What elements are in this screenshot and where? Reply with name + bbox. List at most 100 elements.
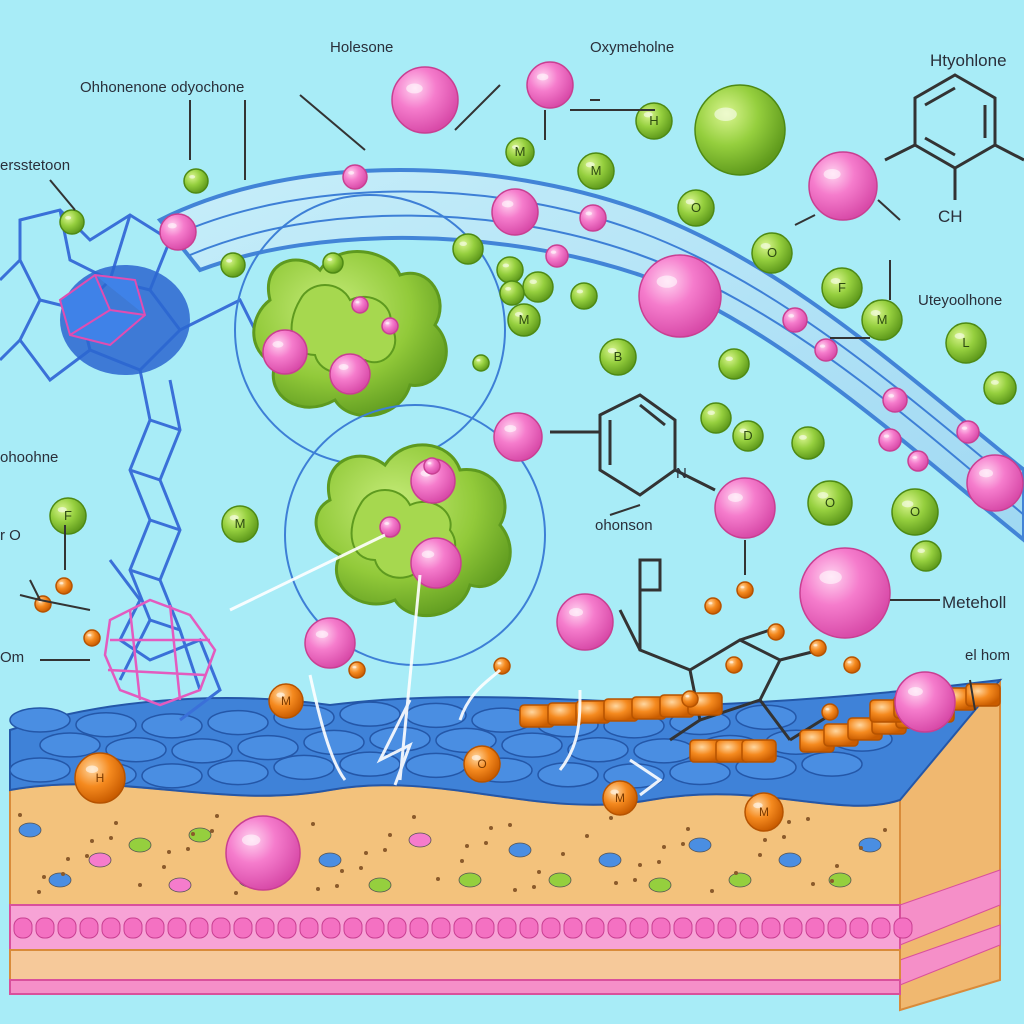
inclusion <box>548 872 572 888</box>
labels: Holesone Oxymeholne Htyohlone Ohhonenone… <box>0 39 1010 666</box>
pink-molecule <box>579 204 607 232</box>
pink-molecule <box>894 671 956 733</box>
pink-cell <box>167 917 187 939</box>
inclusion-dot <box>614 881 618 885</box>
green-molecule: F <box>821 267 863 309</box>
green-molecule: M <box>505 137 535 167</box>
orange-molecule <box>725 656 743 674</box>
transport-channel <box>156 168 1024 543</box>
inclusion-dot <box>61 872 65 876</box>
pink-cell <box>629 917 649 939</box>
green-molecule <box>910 540 942 572</box>
label-om: Om <box>0 649 24 666</box>
inclusion-dot <box>90 839 94 843</box>
label-holesone: Holesone <box>330 39 393 56</box>
inclusion <box>648 877 672 893</box>
pink-cell <box>585 917 605 939</box>
inclusion-dot <box>215 814 219 818</box>
pink-molecule <box>381 317 399 335</box>
inclusion-dot <box>167 850 171 854</box>
label-n: N <box>676 465 687 482</box>
inclusion <box>188 827 212 843</box>
inclusion-dot <box>18 813 22 817</box>
inclusion <box>458 872 482 888</box>
green-molecule <box>452 233 484 265</box>
inclusion-dot <box>681 842 685 846</box>
pink-molecule <box>304 617 356 669</box>
inclusion <box>728 872 752 888</box>
orange-molecule: M <box>268 683 304 719</box>
green-molecule <box>59 209 85 235</box>
orange-molecule <box>704 597 722 615</box>
inclusion-dot <box>210 829 214 833</box>
green-molecule: O <box>891 488 939 536</box>
pink-molecule <box>342 164 368 190</box>
inclusion-dot <box>811 882 815 886</box>
svg-text:M: M <box>615 791 625 805</box>
pink-cell <box>189 917 209 939</box>
motion-arrows <box>229 533 663 797</box>
pink-cell <box>79 917 99 939</box>
green-molecule <box>718 348 750 380</box>
pink-molecule <box>491 188 539 236</box>
pink-molecule <box>526 61 574 109</box>
pink-cell <box>695 917 715 939</box>
pink-mesh <box>103 598 217 707</box>
orange-molecule <box>681 690 699 708</box>
green-molecule <box>220 252 246 278</box>
inclusion-dot <box>806 817 810 821</box>
pink-cell <box>717 917 737 939</box>
inclusion <box>368 877 392 893</box>
inclusion-dot <box>633 878 637 882</box>
green-molecule: O <box>807 480 853 526</box>
pink-cell <box>519 917 539 939</box>
pink-molecule <box>423 457 441 475</box>
pink-cell <box>827 917 847 939</box>
orange-molecule <box>736 581 754 599</box>
inclusion-dot <box>686 827 690 831</box>
inclusion-dot <box>460 859 464 863</box>
inclusion <box>508 842 532 858</box>
pink-cell <box>35 917 55 939</box>
pink-cell <box>211 917 231 939</box>
green-molecule <box>522 271 554 303</box>
tissue-block <box>9 678 1003 1012</box>
inclusion-dot <box>85 854 89 858</box>
blue-cell <box>75 711 137 738</box>
inclusion <box>858 837 882 853</box>
inclusion-dot <box>138 883 142 887</box>
ring-structure-middle <box>550 393 716 497</box>
blue-cell <box>567 737 629 763</box>
blue-cell <box>501 732 563 758</box>
inclusion-dot <box>710 889 714 893</box>
blue-cell <box>171 738 233 764</box>
svg-text:M: M <box>281 694 291 708</box>
green-molecule: O <box>751 232 793 274</box>
svg-text:H: H <box>649 113 658 128</box>
label-ohoohne: ohoohne <box>0 449 58 466</box>
blue-cell <box>9 707 71 733</box>
inclusion-dot <box>162 865 166 869</box>
label-ch: CH <box>938 207 963 226</box>
blue-cell <box>9 757 71 783</box>
pink-molecule <box>493 412 543 462</box>
inclusion <box>598 852 622 868</box>
inclusion <box>688 837 712 853</box>
pink-molecule <box>956 420 980 444</box>
pink-cell <box>321 917 341 939</box>
svg-text:L: L <box>962 335 969 350</box>
inclusion <box>318 852 342 868</box>
pink-cell <box>541 917 561 939</box>
pink-cell <box>563 917 583 939</box>
blue-cell <box>39 732 101 758</box>
green-molecule: M <box>507 303 541 337</box>
inclusion-dot <box>662 845 666 849</box>
green-molecule: F <box>49 497 87 535</box>
pink-cell <box>475 917 495 939</box>
pink-molecule <box>410 537 462 589</box>
inclusion-dot <box>883 828 887 832</box>
inclusion <box>48 872 72 888</box>
pink-cell <box>343 917 363 939</box>
pink-cell <box>849 917 869 939</box>
